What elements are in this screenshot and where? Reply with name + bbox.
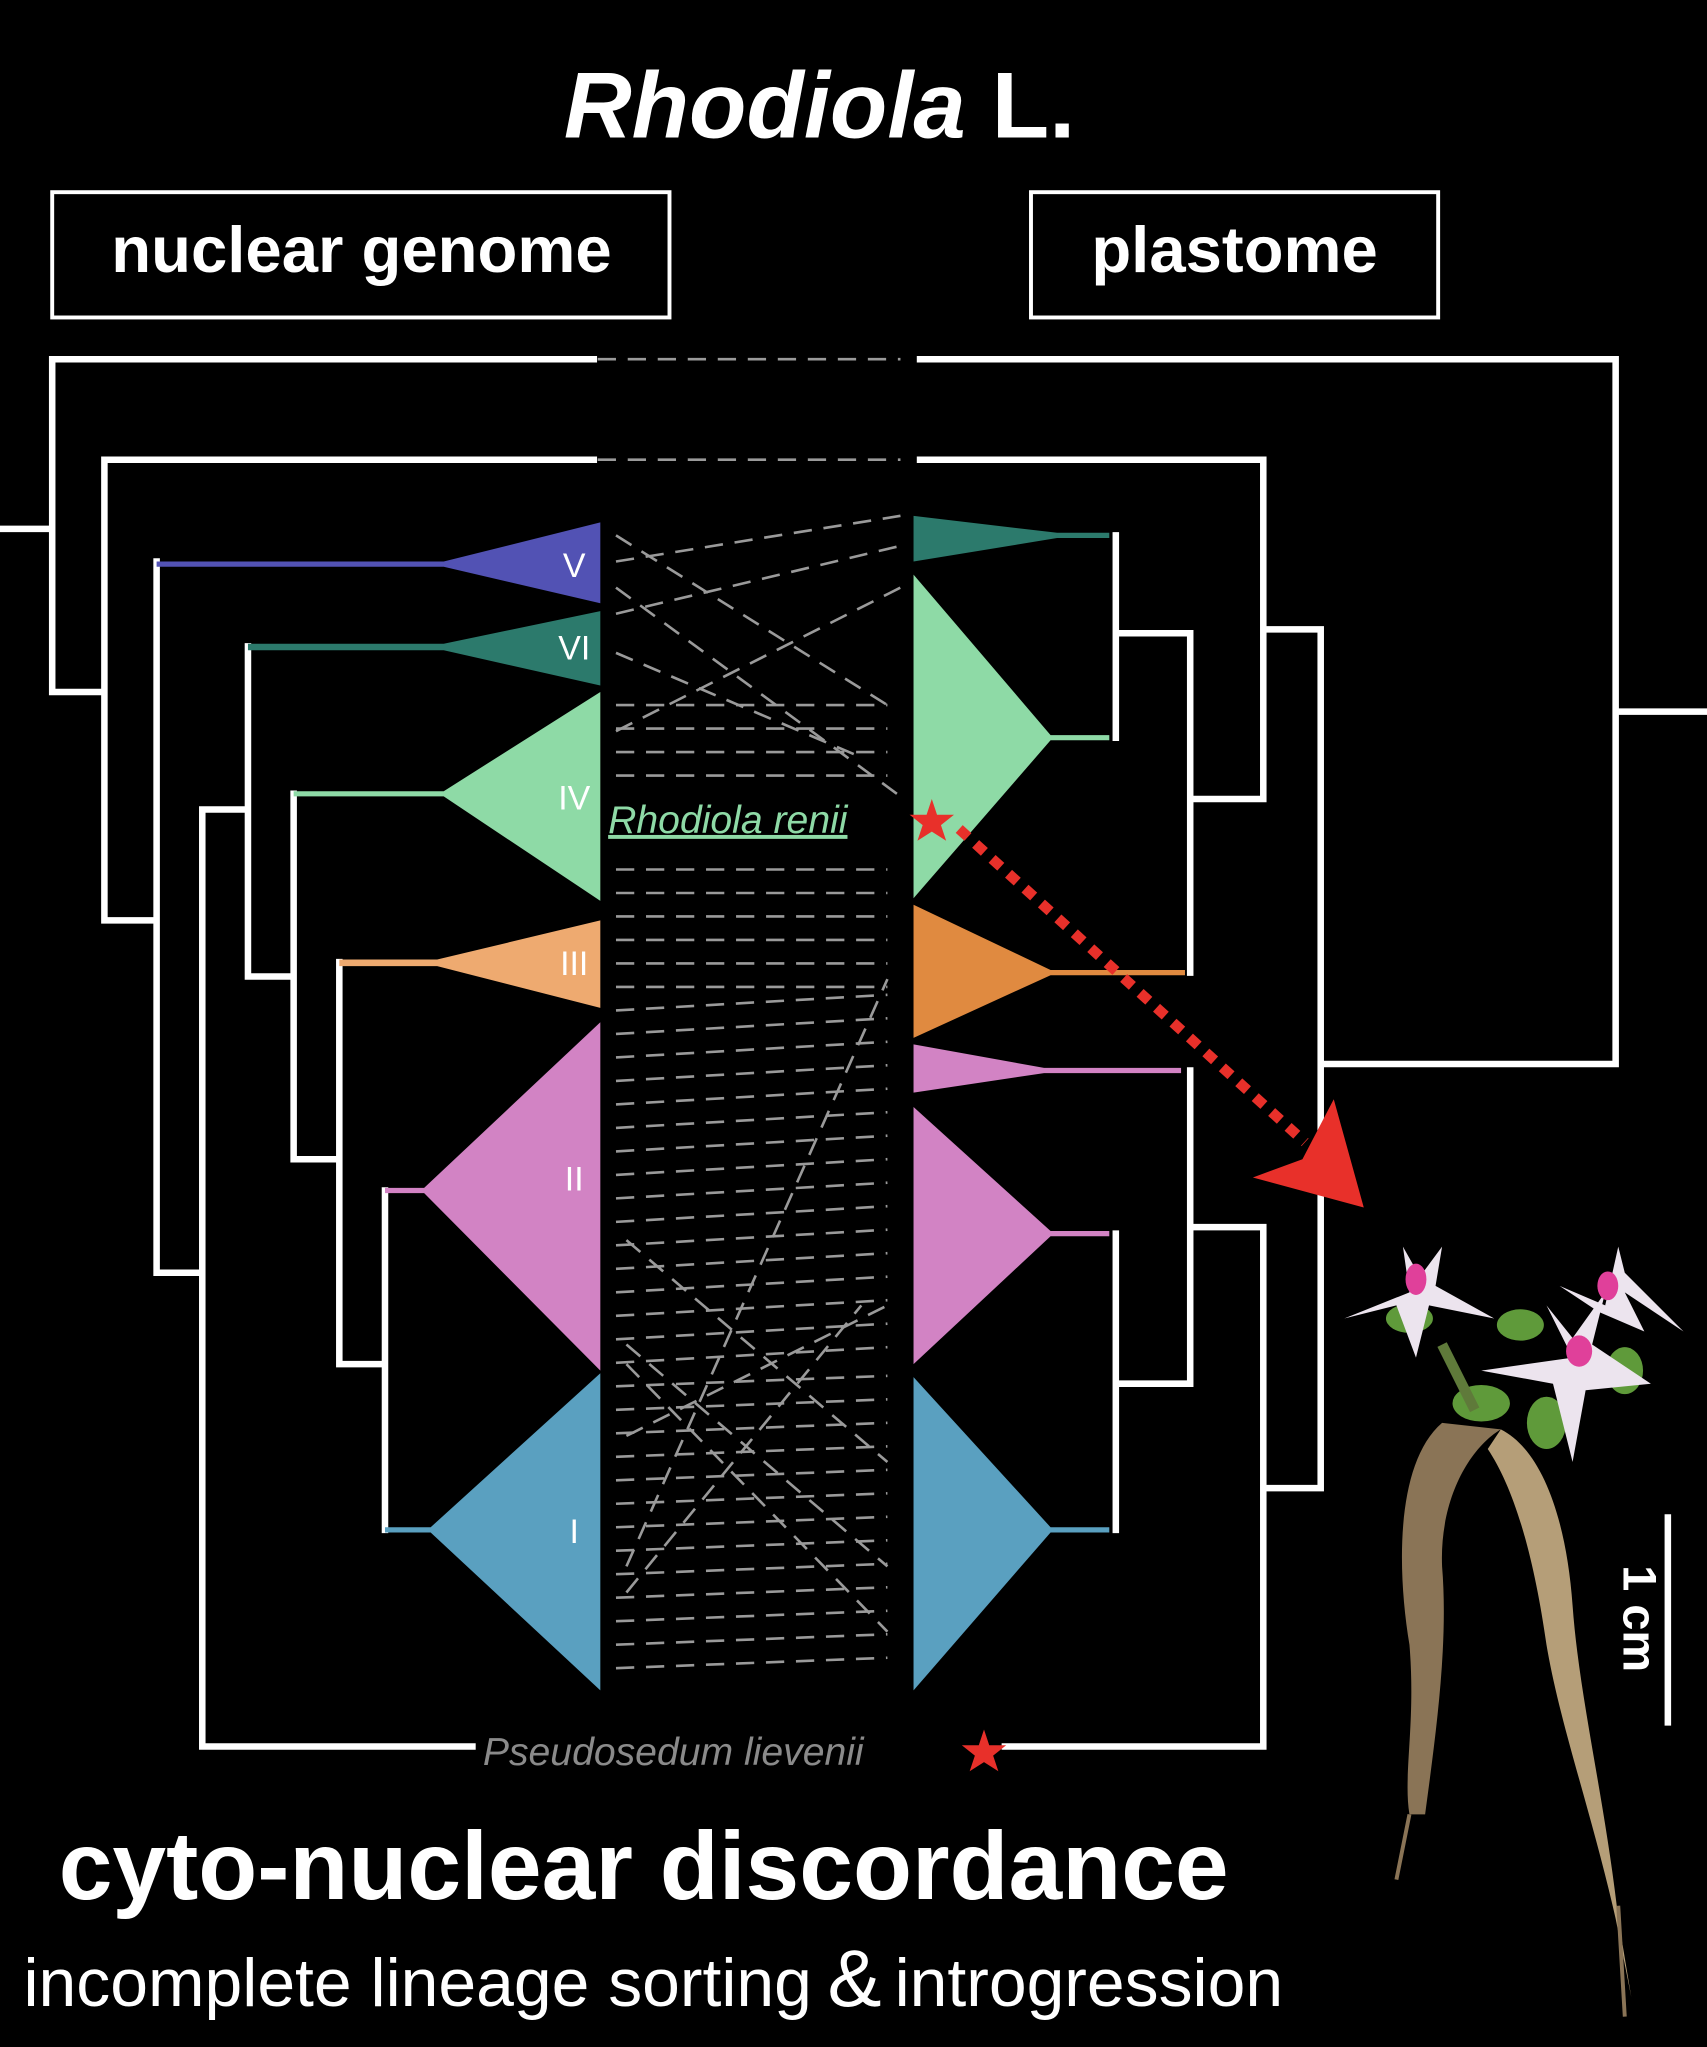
link-line — [615, 1538, 888, 1553]
headline: cyto-nuclear discordance — [59, 1813, 1229, 1920]
link-line — [615, 1087, 888, 1106]
clade-label-I: I — [570, 1513, 579, 1551]
plastome-tree — [916, 355, 1707, 1750]
star-icon-pseudosedum — [961, 1729, 1007, 1772]
link-line-crossing — [625, 978, 889, 1567]
link-line — [615, 1585, 888, 1600]
link-line — [615, 1398, 888, 1412]
link-line — [615, 1157, 888, 1177]
clade-label-IV: IV — [558, 779, 590, 817]
link-line-crossing — [625, 1304, 863, 1594]
species-label-pseudosedum: Pseudosedum lievenii — [483, 1731, 865, 1774]
clade-IV-nuclear — [293, 692, 601, 901]
link-line — [615, 1345, 888, 1365]
link-line — [615, 1562, 888, 1576]
plant-photo — [1344, 1246, 1684, 2017]
arrowhead-icon — [1252, 1099, 1364, 1208]
link-line — [615, 1204, 888, 1224]
link-line — [615, 1181, 888, 1200]
clade-III-plastome — [913, 904, 1185, 1038]
clade-I-plastome — [913, 1377, 1110, 1691]
clade-III-nuclear — [339, 920, 601, 1008]
link-line-crossing — [615, 586, 902, 733]
plastome-clades — [913, 515, 1185, 1691]
link-line-crossing — [615, 514, 901, 563]
link-line — [615, 1298, 888, 1318]
clade-II-plastome — [913, 1107, 1110, 1365]
clade-I-nuclear — [384, 1373, 601, 1691]
clade-VI-nuclear — [247, 611, 601, 686]
clade-VI-plastome — [913, 515, 1110, 562]
link-line — [615, 1040, 888, 1059]
link-line-crossing — [625, 1239, 889, 1463]
scale-bar-label: 1 cm — [1613, 1565, 1666, 1672]
link-line — [615, 1322, 888, 1341]
link-line — [615, 1468, 888, 1482]
clade-label-II: II — [565, 1161, 584, 1199]
nuclear-tree — [0, 355, 598, 1750]
plastome-label-box — [1029, 190, 1441, 320]
title: Rhodiola L. — [564, 52, 1075, 157]
link-line — [615, 1110, 888, 1130]
clade-label-III: III — [560, 945, 588, 983]
clade-label-VI: VI — [558, 629, 590, 667]
link-line — [615, 1374, 888, 1388]
link-line — [615, 1134, 888, 1153]
nuclear-label-box — [50, 190, 672, 320]
link-line — [615, 1016, 888, 1036]
link-line-crossing — [615, 534, 889, 707]
link-line-crossing — [615, 651, 862, 759]
introgression-arrow — [955, 825, 1309, 1147]
link-line — [615, 1632, 888, 1647]
nuclear-genome-label: nuclear genome — [111, 213, 611, 286]
clade-label-V: V — [563, 547, 586, 585]
link-line-crossing — [625, 1304, 889, 1438]
link-line — [615, 1492, 888, 1506]
link-line-crossing — [625, 1363, 889, 1633]
link-line — [615, 993, 888, 1012]
link-line — [615, 1656, 888, 1670]
link-line-crossing — [615, 544, 901, 615]
link-line — [615, 1515, 888, 1529]
link-line-crossing — [625, 1343, 889, 1568]
subtitle: incomplete lineage sorting&introgression — [23, 1934, 1283, 2024]
tanglegram-links — [597, 357, 902, 1670]
link-line — [615, 1609, 888, 1623]
species-label-rhodiola-renii: Rhodiola renii — [608, 799, 849, 842]
plastome-label: plastome — [1091, 213, 1377, 286]
star-icon-renii — [909, 799, 954, 841]
clade-IV-plastome — [913, 574, 1110, 899]
link-line — [615, 1063, 888, 1083]
link-line — [615, 1251, 888, 1271]
clade-V-plastome — [913, 1044, 1182, 1093]
link-line — [615, 1228, 888, 1247]
nuclear-clades: V VI IV III II I — [156, 522, 601, 1691]
clade-V-nuclear — [156, 522, 601, 604]
clade-II-nuclear — [384, 1022, 601, 1371]
